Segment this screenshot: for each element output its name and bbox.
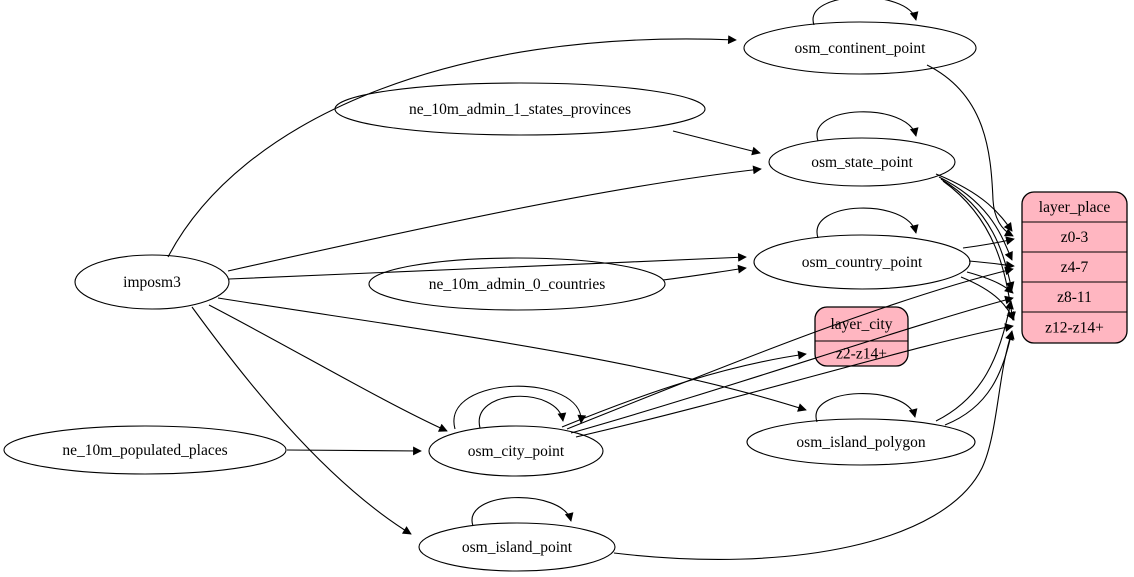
- table-label: osm_country_point: [802, 254, 923, 271]
- table-label: osm_state_point: [811, 154, 913, 171]
- layer-record: [1021, 191, 1128, 344]
- edge-ne-10m-admin-1-states-provinces-to-osm-state-point: [672, 130, 761, 156]
- table-label: osm_city_point: [468, 443, 565, 460]
- table-ellipse: [3, 425, 287, 475]
- edge-osm-state-point-to-layer-place-z8-11: [940, 178, 1015, 291]
- node-layer-place: layer_place z0-3 z4-7 z8-11 z12-z14+: [1021, 191, 1128, 344]
- table-ellipse: [743, 21, 977, 75]
- record-row-label: layer_city: [831, 316, 893, 333]
- table-ellipse: [418, 522, 616, 572]
- edge-imposm3-to-osm-continent-point: [167, 35, 737, 258]
- node-ne-10m-admin-0-countries: ne_10m_admin_0_countries: [368, 257, 666, 311]
- edge-osm-country-point-to-layer-place-z0-3: [962, 236, 1015, 249]
- table-label: osm_island_polygon: [796, 434, 925, 451]
- table-ellipse: [74, 254, 230, 310]
- self-loop-osm-city-point: [453, 385, 587, 430]
- node-ne-10m-admin-1-states-provinces: ne_10m_admin_1_states_provinces: [334, 82, 706, 136]
- table-label: ne_10m_admin_1_states_provinces: [409, 101, 631, 118]
- edge-osm-country-point-to-layer-place-z4-7: [968, 260, 1015, 270]
- record-row-label: z8-11: [1057, 289, 1092, 306]
- edge-osm-island-polygon-to-layer-place-z8-11: [935, 300, 1014, 422]
- self-loop-osm-island-point: [471, 497, 574, 527]
- table-ellipse: [368, 257, 666, 311]
- edge-osm-country-point-to-layer-place-z8-11: [966, 271, 1014, 294]
- edge-osm-state-point-to-layer-place-z4-7: [938, 176, 1013, 261]
- record-row-label: z2-z14+: [836, 346, 887, 363]
- edge-ne-10m-admin-0-countries-to-osm-country-point: [662, 264, 747, 281]
- table-label: imposm3: [123, 274, 181, 291]
- node-osm-state-point: osm_state_point: [768, 137, 956, 187]
- edge-osm-city-point-to-layer-place-z4-7: [566, 266, 1014, 430]
- edge-imposm3-to-osm-state-point: [227, 165, 762, 272]
- edge-imposm3-to-osm-city-point: [208, 304, 448, 432]
- self-loop-osm-state-point: [816, 111, 919, 142]
- record-row-label: z12-z14+: [1045, 320, 1104, 337]
- edge-osm-state-point-to-layer-place-z0-3: [935, 173, 1013, 232]
- self-loop-osm-city-point: [478, 395, 567, 429]
- node-osm-city-point: osm_city_point: [428, 425, 604, 477]
- node-osm-island-point: osm_island_point: [418, 522, 616, 572]
- record-row-label: z0-3: [1061, 229, 1089, 246]
- table-ellipse: [428, 425, 604, 477]
- self-loop-osm-continent-point: [812, 0, 919, 26]
- record-row-label: z4-7: [1061, 259, 1089, 276]
- node-osm-continent-point: osm_continent_point: [743, 21, 977, 75]
- node-imposm3: imposm3: [74, 254, 230, 310]
- node-ne-10m-populated-places: ne_10m_populated_places: [3, 425, 287, 475]
- table-label: osm_continent_point: [795, 40, 927, 57]
- table-ellipse: [746, 418, 976, 466]
- node-osm-country-point: osm_country_point: [753, 234, 971, 290]
- table-ellipse: [768, 137, 956, 187]
- edge-osm-continent-point-to-layer-place-z0-3: [926, 64, 1014, 237]
- edge-osm-island-point-to-layer-place-z12-z14plus: [613, 331, 1014, 560]
- self-loop-osm-country-point: [816, 207, 919, 239]
- self-loop-osm-island-polygon: [815, 393, 918, 423]
- edge-imposm3-to-osm-country-point: [228, 252, 747, 280]
- edge-osm-city-point-to-layer-place-z8-11: [570, 295, 1014, 434]
- edge-osm-city-point-to-layer-place-z12-z14plus: [575, 323, 1014, 438]
- node-osm-island-polygon: osm_island_polygon: [746, 418, 976, 466]
- table-ellipse: [753, 234, 971, 290]
- table-label: ne_10m_admin_0_countries: [429, 276, 606, 293]
- edge-osm-country-point-to-layer-place-z12-z14plus: [960, 276, 1015, 321]
- edge-ne-10m-populated-places-to-osm-city-point: [286, 446, 422, 456]
- table-label: osm_island_point: [462, 539, 573, 556]
- table-label: ne_10m_populated_places: [62, 442, 227, 459]
- edge-imposm3-to-osm-island-point: [191, 306, 412, 535]
- record-row-label: layer_place: [1039, 199, 1111, 216]
- edge-imposm3-to-osm-island-polygon: [217, 297, 807, 412]
